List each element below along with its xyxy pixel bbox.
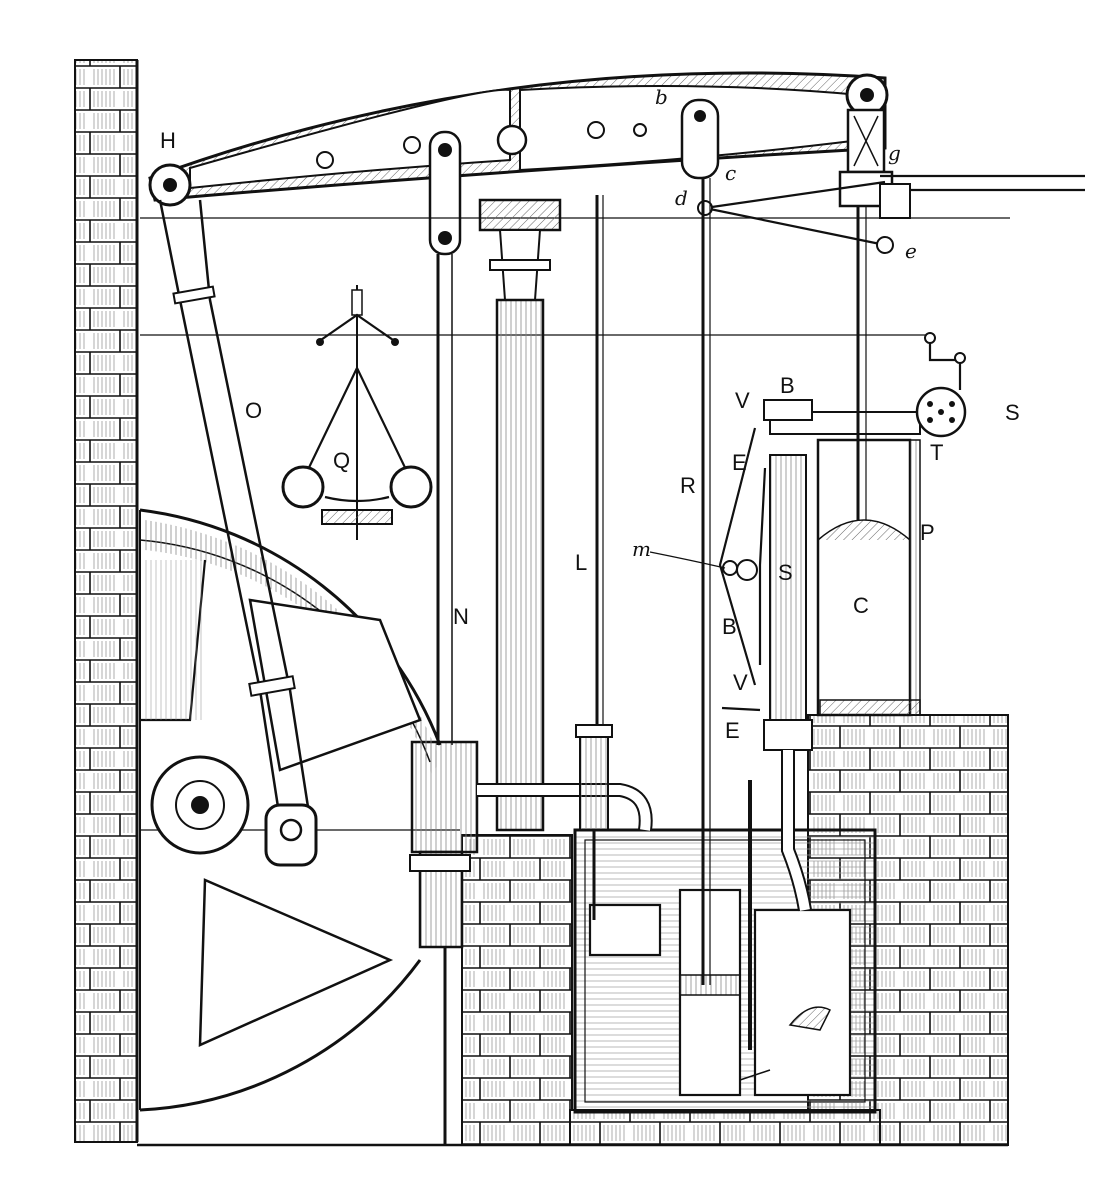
label-H: H bbox=[160, 128, 176, 153]
label-S-right: S bbox=[1005, 400, 1020, 425]
label-b: b bbox=[655, 85, 668, 109]
label-L: L bbox=[575, 550, 587, 575]
beam-links bbox=[148, 73, 894, 256]
hot-water-pump bbox=[409, 740, 653, 1145]
label-V-top: V bbox=[735, 388, 750, 413]
throttle-linkage bbox=[915, 332, 967, 438]
label-B-top: B bbox=[780, 373, 795, 398]
label-Q: Q bbox=[333, 448, 350, 473]
valve-gear bbox=[649, 427, 767, 1050]
labels: H b c d g e O Q N L R m V B E S B V E C … bbox=[160, 85, 1020, 743]
label-O: O bbox=[245, 398, 262, 423]
label-P: P bbox=[920, 520, 935, 545]
label-E-top: E bbox=[732, 450, 747, 475]
label-B-mid: B bbox=[722, 614, 737, 639]
label-m: m bbox=[632, 537, 651, 561]
valve-chest bbox=[763, 399, 813, 912]
connecting-rod bbox=[158, 199, 318, 867]
label-C: C bbox=[853, 593, 869, 618]
label-g: g bbox=[888, 141, 901, 165]
label-d: d bbox=[675, 186, 688, 210]
label-R: R bbox=[680, 473, 696, 498]
label-V-low: V bbox=[733, 670, 748, 695]
flywheel bbox=[139, 508, 442, 1112]
label-E-low: E bbox=[725, 718, 740, 743]
cold-water-pump bbox=[575, 724, 613, 920]
label-e: e bbox=[905, 239, 917, 263]
main-column bbox=[478, 198, 562, 832]
label-N: N bbox=[453, 604, 469, 629]
governor bbox=[281, 285, 433, 540]
pump-rods bbox=[436, 178, 867, 985]
parallel-motion bbox=[140, 174, 1085, 254]
label-S-small: S bbox=[778, 560, 793, 585]
working-beam bbox=[148, 71, 887, 202]
label-c-upper: c bbox=[725, 161, 736, 185]
label-T: T bbox=[930, 440, 943, 465]
left-brick-wall bbox=[74, 59, 139, 1143]
